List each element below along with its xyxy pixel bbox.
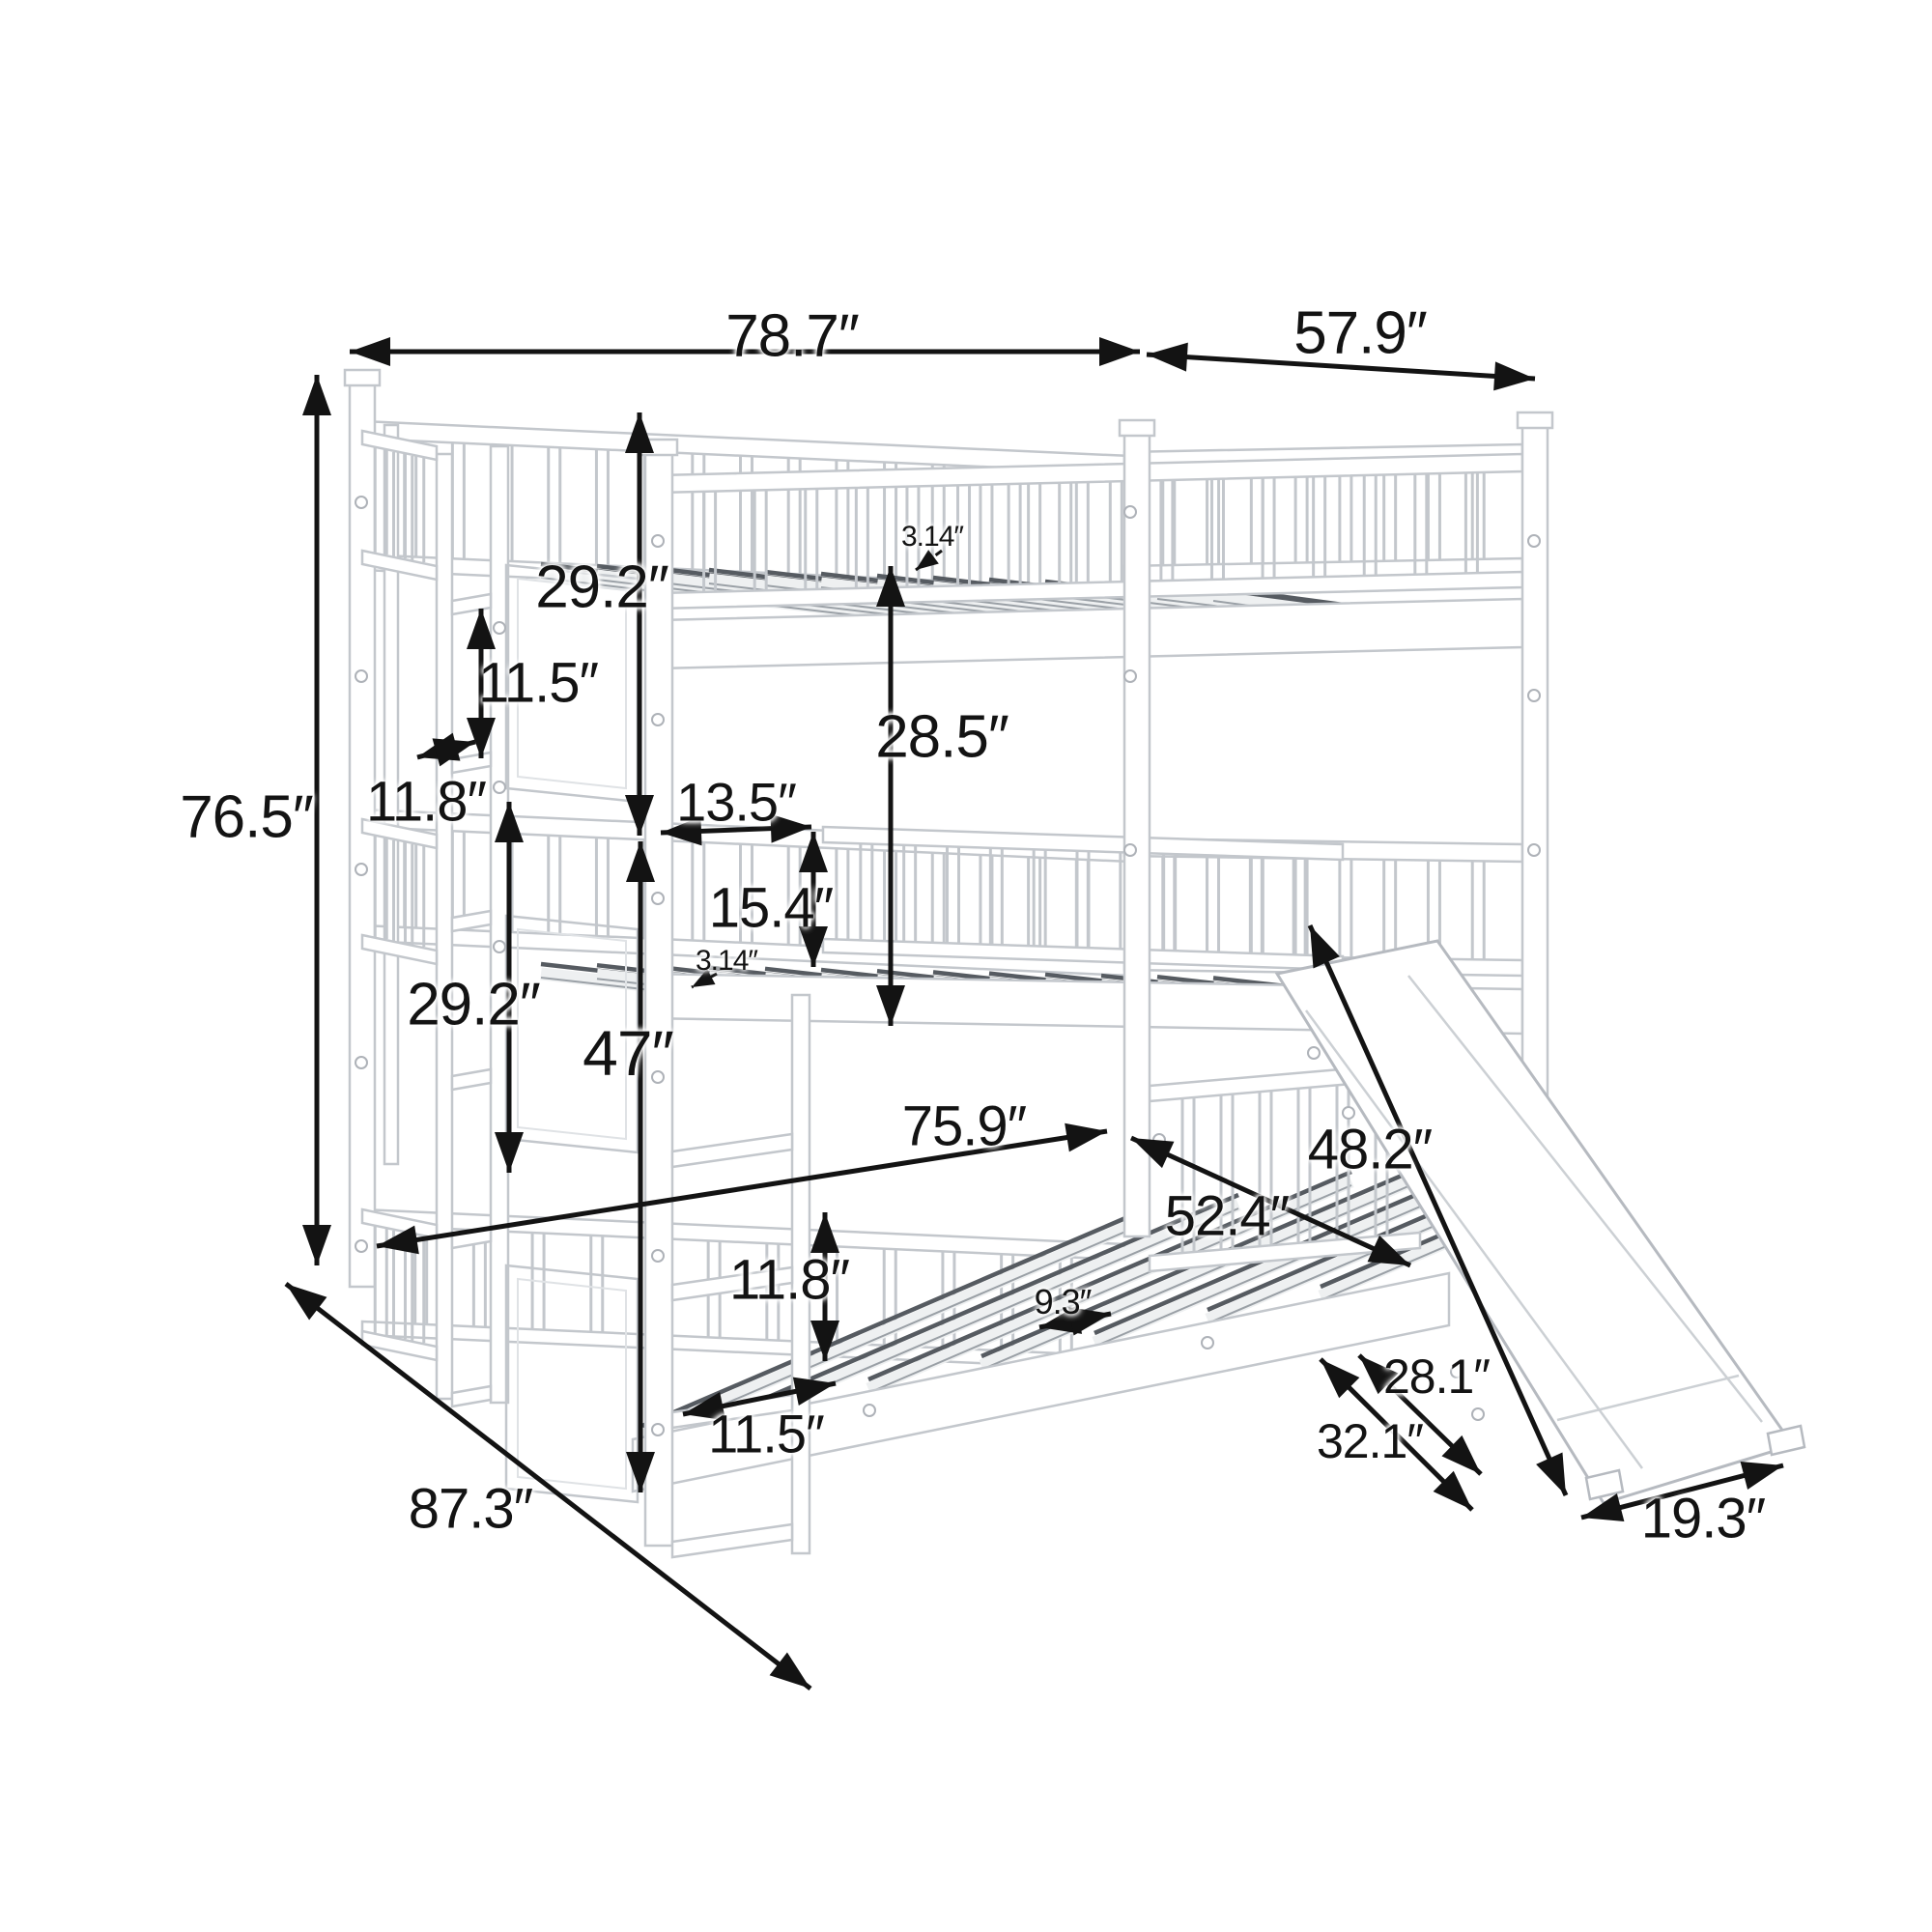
dim-label-slide-foot-clearance-2: 32.1″: [1316, 1414, 1424, 1468]
dim-label-overall-height: 76.5″: [180, 783, 314, 851]
dim-label-slat-thickness-top: 3.14″: [900, 521, 964, 553]
dim-label-slide-length: 48.2″: [1307, 1118, 1433, 1181]
dim-label-top-bunk-rail-height: 29.2″: [535, 554, 669, 621]
dim-label-slat-thickness-middle: 3.14″: [695, 945, 758, 977]
dimension-arrows: [284, 337, 1784, 1690]
dim-label-bottom-slat-length: 11.8″: [728, 1248, 850, 1312]
dim-label-slide-foot-clearance-1: 28.1″: [1382, 1350, 1491, 1404]
dim-label-bottom-ladder-width: 11.5″: [708, 1403, 825, 1464]
dim-label-floor-to-middle-bunk: 47″: [582, 1017, 674, 1089]
dim-label-slide-width: 19.3″: [1640, 1487, 1766, 1550]
dim-label-bottom-slat-spacing: 9.3″: [1034, 1282, 1093, 1321]
dim-label-ladder-rung-spacing: 11.5″: [477, 651, 599, 715]
dim-label-overall-length: 78.7″: [725, 302, 860, 370]
dim-label-bunk-clearance: 28.5″: [875, 703, 1009, 771]
dim-label-overall-depth: 57.9″: [1293, 299, 1428, 367]
dim-label-bed-length-inner: 75.9″: [901, 1094, 1027, 1158]
dim-label-guard-rail-gap: 13.5″: [676, 771, 797, 833]
dim-label-middle-bunk-height: 29.2″: [407, 971, 541, 1038]
dim-label-guard-rail-height: 15.4″: [708, 876, 834, 940]
dim-label-floor-depth-diagonal: 87.3″: [408, 1477, 533, 1541]
dim-label-ladder-depth: 11.8″: [365, 770, 487, 834]
dim-label-bed-width-inner: 52.4″: [1164, 1184, 1290, 1248]
